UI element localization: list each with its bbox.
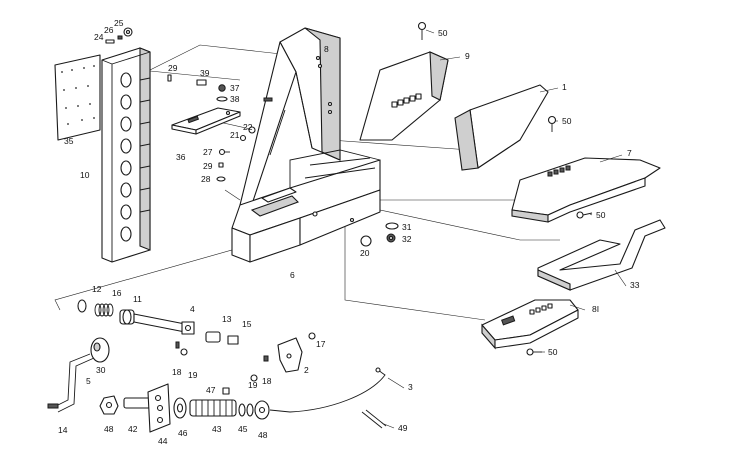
callout-labels: 1 2 3 4 5 6 7 8 8I 9 10 11 12 13 14 15 1… [58, 18, 640, 446]
label-29a: 29 [168, 63, 178, 73]
cable-3 [269, 367, 386, 413]
label-5: 5 [86, 376, 91, 386]
gasket-33 [537, 219, 666, 291]
label-21: 21 [230, 130, 240, 140]
label-17: 17 [316, 339, 326, 349]
label-50b: 50 [562, 116, 572, 126]
label-16: 16 [112, 288, 122, 298]
label-30: 30 [96, 365, 106, 375]
nut-48-left [99, 395, 119, 415]
column-frame-10 [101, 47, 151, 263]
assembly-leader-lines [54, 44, 560, 321]
label-50d: 50 [548, 347, 558, 357]
label-31: 31 [402, 222, 412, 232]
nut-48-right [254, 400, 270, 420]
label-35: 35 [64, 136, 74, 146]
plate-44 [147, 383, 171, 433]
label-26: 26 [104, 25, 114, 35]
label-15: 15 [242, 319, 252, 329]
fasteners-21-22 [239, 126, 256, 142]
label-49: 49 [398, 423, 408, 433]
panel-1 [454, 84, 549, 171]
label-7: 7 [627, 148, 632, 158]
label-36: 36 [176, 152, 186, 162]
rod-42 [123, 397, 151, 409]
label-8: 8 [324, 44, 329, 54]
label-1: 1 [562, 82, 567, 92]
cable-end-49 [361, 409, 387, 429]
label-24: 24 [94, 32, 104, 42]
screws-17-19 [175, 332, 316, 382]
label-38: 38 [230, 94, 240, 104]
screw-50-bottom [526, 348, 542, 356]
washers-45 [238, 403, 254, 417]
fasteners-27-29 [167, 74, 230, 182]
label-47: 47 [206, 385, 216, 395]
label-33: 33 [630, 280, 640, 290]
label-10: 10 [80, 170, 90, 180]
nut-15 [227, 335, 239, 345]
label-19a: 19 [188, 370, 198, 380]
threaded-tube-43 [189, 399, 237, 417]
label-22: 22 [243, 122, 253, 132]
label-37: 37 [230, 83, 240, 93]
label-29b: 29 [203, 161, 213, 171]
label-43: 43 [212, 424, 222, 434]
cover-9 [359, 51, 449, 141]
label-12: 12 [92, 284, 102, 294]
lever-5 [47, 353, 95, 413]
label-39: 39 [200, 68, 210, 78]
label-8I: 8I [592, 304, 599, 314]
label-48a: 48 [104, 424, 114, 434]
label-4: 4 [190, 304, 195, 314]
label-18b: 18 [262, 376, 272, 386]
label-14: 14 [58, 425, 68, 435]
label-leader-ticks [383, 29, 627, 429]
knob-30 [90, 337, 110, 363]
screw-50-mid [547, 115, 557, 132]
screw-47 [222, 387, 230, 395]
label-13: 13 [222, 314, 232, 324]
cover-8I [481, 299, 579, 350]
cover-7 [511, 157, 661, 223]
label-28: 28 [201, 174, 211, 184]
label-42: 42 [128, 424, 138, 434]
label-46: 46 [178, 428, 188, 438]
bushing-4 [181, 321, 195, 335]
main-frame-6 [231, 27, 381, 263]
label-45: 45 [238, 424, 248, 434]
label-27: 27 [203, 147, 213, 157]
washer-20 [360, 235, 372, 247]
fasteners-31-32 [385, 222, 399, 243]
label-48b: 48 [258, 430, 268, 440]
bracket-2 [277, 337, 303, 373]
label-25: 25 [114, 18, 124, 28]
label-6: 6 [290, 270, 295, 280]
collar-46 [173, 397, 187, 419]
label-32: 32 [402, 234, 412, 244]
label-50a: 50 [438, 28, 448, 38]
label-11: 11 [133, 294, 142, 304]
label-44: 44 [158, 436, 168, 446]
screw-50-lower [576, 211, 593, 219]
screw-50-top [417, 21, 427, 40]
label-18a: 18 [172, 367, 182, 377]
label-50c: 50 [596, 210, 606, 220]
sleeve-13 [205, 331, 221, 343]
shaft-11 [119, 309, 186, 333]
spring-16-ring-12 [77, 299, 114, 317]
label-2: 2 [304, 365, 309, 375]
label-20: 20 [360, 248, 370, 258]
fasteners-24-26 [105, 27, 133, 44]
bracket-plate-36 [171, 107, 241, 135]
label-3: 3 [408, 382, 413, 392]
label-9: 9 [465, 51, 470, 61]
side-panel-35 [54, 54, 101, 141]
fasteners-37-39 [196, 79, 228, 102]
label-19b: 19 [248, 380, 258, 390]
